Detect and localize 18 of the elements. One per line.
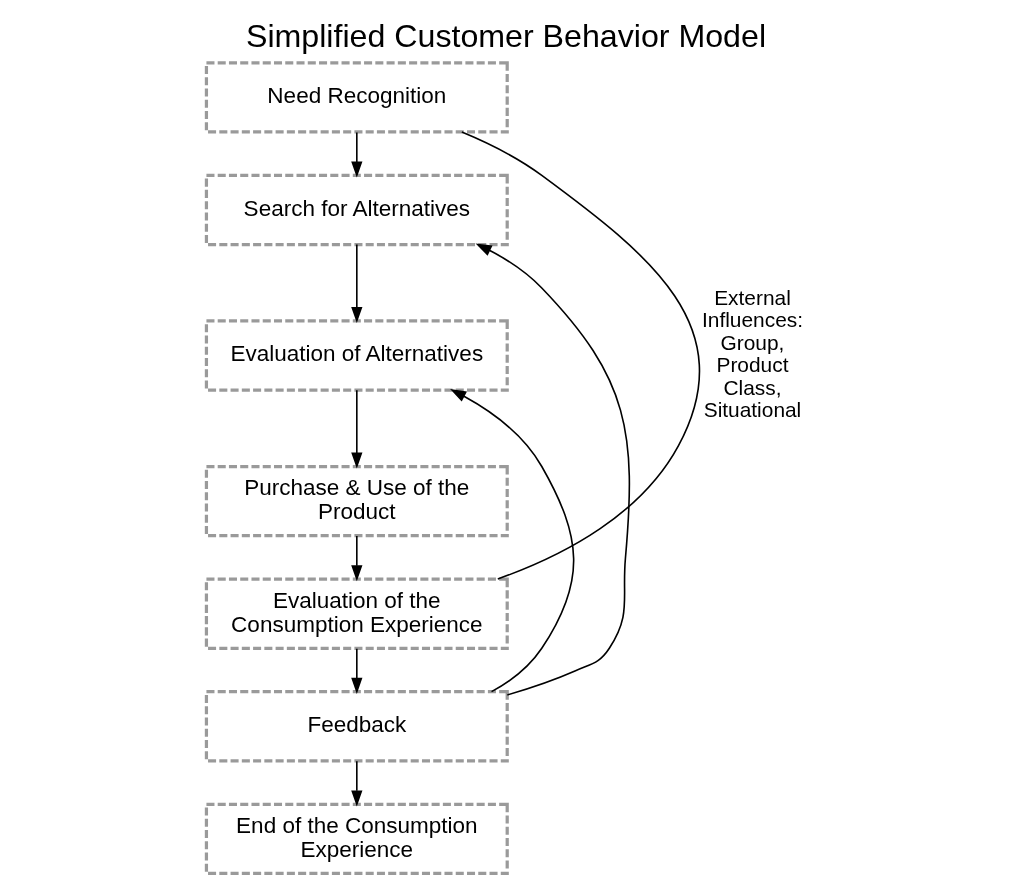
- node-box: Purchase & Use of the Product: [204, 464, 509, 538]
- arrow: [350, 389, 362, 469]
- node-box: Search for Alternatives: [204, 173, 509, 247]
- arrow: [350, 131, 362, 178]
- arrow: [449, 389, 574, 693]
- node-box: Evaluation of Alternatives: [204, 319, 509, 392]
- node-box: Feedback: [204, 690, 509, 763]
- node-box: End of the Consumption Experience: [204, 802, 509, 876]
- arrow: [350, 760, 362, 807]
- arrow: [350, 243, 362, 324]
- arrow: [350, 535, 362, 582]
- connector: [460, 131, 700, 580]
- arrow: [350, 647, 362, 694]
- edge-label: External Influences: Group, Product Class, Situational: [701, 285, 803, 422]
- node-box: Need Recognition: [204, 61, 509, 134]
- diagram-title: Simplified Customer Behavior Model: [245, 17, 766, 54]
- arrow: [475, 243, 630, 696]
- node-box: Evaluation of the Consumption Experience: [204, 577, 509, 650]
